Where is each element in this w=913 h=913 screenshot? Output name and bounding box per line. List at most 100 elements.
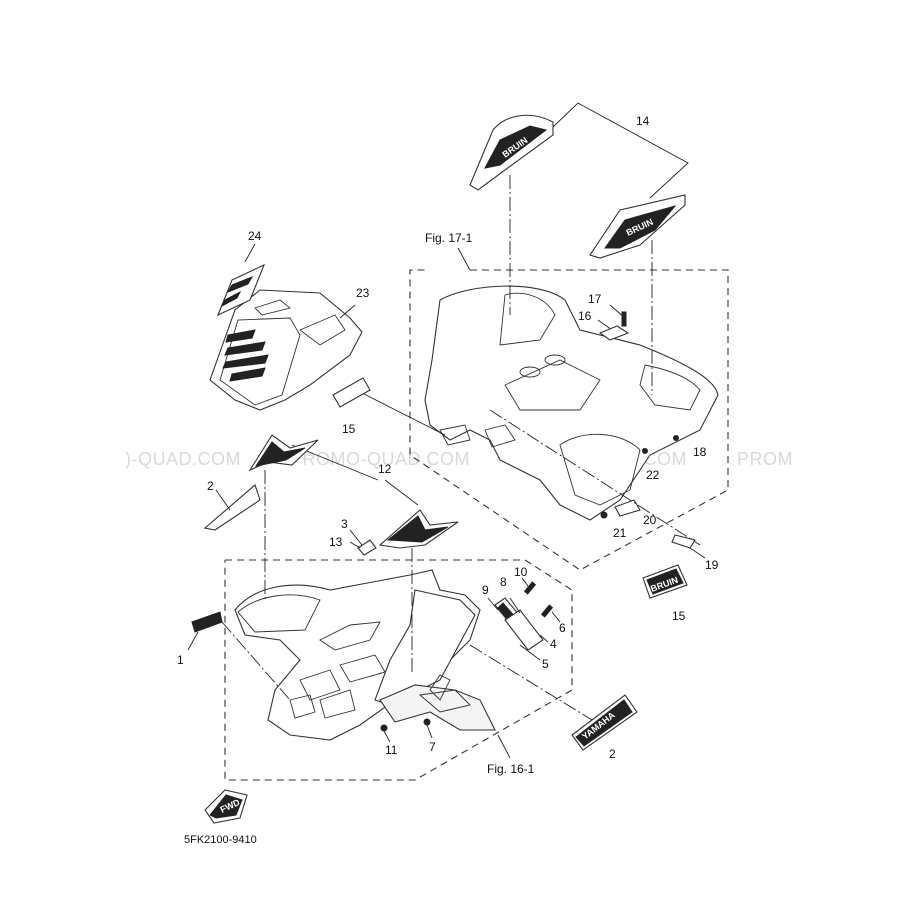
callout-24: 24 xyxy=(248,229,262,243)
callout-16: 16 xyxy=(578,309,592,323)
rear-side-decal-left: BRUIN xyxy=(469,114,554,191)
front-fender-console xyxy=(319,621,381,651)
leader-4 xyxy=(539,634,549,643)
front-fender-pocket-2 xyxy=(319,689,356,719)
callout-10: 10 xyxy=(514,565,528,579)
callout-5: 5 xyxy=(542,657,549,671)
front-fig-boundary xyxy=(224,559,573,781)
emblem-1 xyxy=(191,611,223,633)
leader-12-right xyxy=(384,479,419,506)
callout-15b: 15 xyxy=(672,609,686,623)
rear-fender-mount-left xyxy=(439,424,471,446)
leader-5 xyxy=(519,644,541,661)
leader-19 xyxy=(689,547,706,559)
callout-3: 3 xyxy=(341,517,348,531)
reflector-19 xyxy=(671,534,696,549)
leader-1 xyxy=(187,631,199,651)
callout-1: 1 xyxy=(177,653,184,667)
plate-15a xyxy=(332,377,371,408)
callout-2b: 2 xyxy=(609,747,616,761)
carrier-decal-24 xyxy=(216,263,266,317)
callout-21: 21 xyxy=(613,526,627,540)
bracket-20 xyxy=(614,499,641,517)
front-fender-lip xyxy=(429,674,451,701)
callout-13: 13 xyxy=(329,535,343,549)
fig-16-leader xyxy=(497,734,511,759)
callout-8: 8 xyxy=(500,575,507,589)
fig-ref-front: Fig. 16-1 xyxy=(487,762,535,776)
screw-6 xyxy=(540,604,554,618)
leader-11 xyxy=(383,730,391,743)
rear-fender-mount-right xyxy=(484,424,516,448)
callout-6: 6 xyxy=(559,621,566,635)
rivet-7 xyxy=(423,718,431,726)
rear-fender-group: Fig. 17-1 xyxy=(409,175,729,571)
model-emblem-15: BRUIN xyxy=(642,564,688,599)
rear-fender-slot-2 xyxy=(544,354,566,366)
watermark-text-1: )-QUAD.COM xyxy=(125,449,241,469)
rear-fig-boundary xyxy=(409,269,729,571)
leader-2-to-fender xyxy=(469,644,593,721)
leader-24 xyxy=(244,243,256,263)
leader-7 xyxy=(426,724,433,739)
leader-23 xyxy=(339,304,356,319)
leader-3 xyxy=(349,529,363,546)
callout-9: 9 xyxy=(482,583,489,597)
callout-17: 17 xyxy=(588,292,602,306)
seal-4 xyxy=(504,609,544,651)
rear-fender xyxy=(424,285,719,521)
rear-fender-right-pad xyxy=(639,364,701,411)
leader-rear-long xyxy=(489,409,701,546)
rear-fender-slot-1 xyxy=(519,366,541,378)
front-carrier-23 xyxy=(209,289,363,411)
plate-3 xyxy=(357,539,377,556)
drawing-code: 5FK2100-9410 xyxy=(184,834,257,846)
leader-9 xyxy=(487,597,499,611)
leader-6 xyxy=(551,611,561,623)
callout-12: 12 xyxy=(378,462,392,476)
callout-19: 19 xyxy=(705,558,719,572)
front-side-decal-left xyxy=(248,434,319,472)
plate-16 xyxy=(598,325,630,341)
front-fender-left-pad xyxy=(237,594,321,633)
callout-23: 23 xyxy=(356,286,370,300)
callout-20: 20 xyxy=(643,513,657,527)
front-mudguard xyxy=(379,684,496,731)
fig-ref-rear: Fig. 17-1 xyxy=(425,231,473,245)
callout-7: 7 xyxy=(429,740,436,754)
screw-10 xyxy=(523,581,537,595)
leader-10 xyxy=(521,577,529,587)
grommet-18 xyxy=(673,435,679,441)
watermark-text-2: PROMO-QUAD.COM xyxy=(290,449,470,469)
front-fender-pocket-4 xyxy=(289,694,316,719)
bolt-17 xyxy=(621,311,627,327)
leader-14 xyxy=(552,102,689,199)
rivet-11 xyxy=(380,724,388,732)
rear-fender-left-pad xyxy=(499,292,556,346)
watermark-text-4: PROM xyxy=(737,449,793,469)
front-mudguard-inner xyxy=(418,689,471,713)
front-fender-pocket-1 xyxy=(299,669,341,701)
callout-22: 22 xyxy=(646,468,660,482)
rear-fender-right-wheel-arch xyxy=(559,433,641,506)
rear-side-decal-right: BRUIN xyxy=(589,194,686,259)
callout-2a: 2 xyxy=(207,479,214,493)
grommet-21 xyxy=(600,511,608,519)
leader-16 xyxy=(597,319,613,331)
callout-18: 18 xyxy=(693,445,707,459)
leader-2a xyxy=(215,489,231,511)
leader-8 xyxy=(509,597,521,614)
leader-13 xyxy=(349,541,361,549)
leader-15a xyxy=(363,393,446,436)
callout-15a: 15 xyxy=(342,422,356,436)
callout-11: 11 xyxy=(385,743,398,757)
callout-14: 14 xyxy=(636,114,650,128)
stripe-decal-2 xyxy=(203,484,261,531)
leader-1-to-fender xyxy=(221,621,291,701)
fig-17-leader xyxy=(457,247,471,271)
front-fender-group: Fig. 16-1 xyxy=(224,559,573,781)
fwd-decal: FWD xyxy=(204,789,248,824)
callout-4: 4 xyxy=(550,637,557,651)
brand-decal-2: YAMAHA xyxy=(571,694,638,751)
